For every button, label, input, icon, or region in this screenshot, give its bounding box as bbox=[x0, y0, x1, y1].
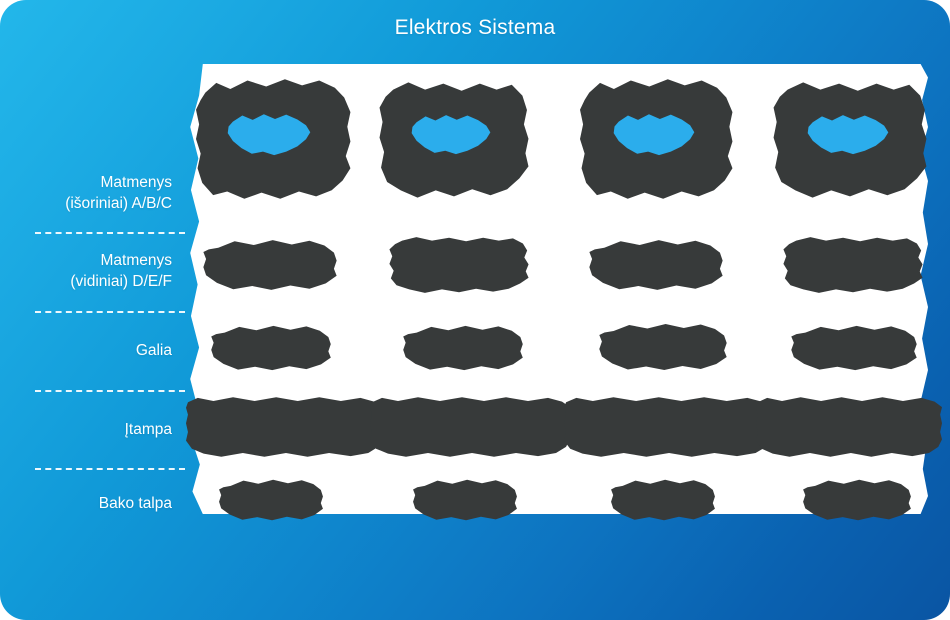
table-row bbox=[756, 397, 942, 457]
row-label-line-1: Bako talpa bbox=[98, 495, 172, 512]
table-row bbox=[211, 325, 331, 371]
row-label-matmenys-vidiniai: Matmenys (vidiniai) D/E/F bbox=[0, 250, 172, 292]
table-row bbox=[219, 479, 323, 521]
row-divider bbox=[35, 390, 185, 392]
table-row bbox=[403, 325, 523, 371]
row-label-line-1: Matmenys bbox=[100, 174, 173, 191]
row-label-galia: Galia bbox=[0, 340, 172, 361]
row-label-line-1: Galia bbox=[135, 342, 172, 359]
row-label-itampa: Įtampa bbox=[0, 419, 172, 440]
row-divider bbox=[35, 311, 185, 313]
table-row bbox=[803, 479, 911, 521]
row-label-matmenys-isoriniai: Matmenys (išoriniai) A/B/C bbox=[0, 172, 172, 214]
row-divider bbox=[35, 468, 185, 470]
table-row bbox=[186, 397, 382, 457]
table-row bbox=[203, 240, 337, 290]
table-row bbox=[589, 240, 723, 290]
table-row bbox=[370, 397, 570, 457]
row-label-line-2: (išoriniai) A/B/C bbox=[65, 195, 172, 212]
table-row bbox=[791, 325, 917, 371]
table-row bbox=[389, 237, 529, 293]
table-row bbox=[599, 324, 727, 370]
row-label-column: Matmenys (išoriniai) A/B/C Matmenys (vid… bbox=[0, 0, 190, 620]
row-divider bbox=[35, 232, 185, 234]
table-row bbox=[611, 479, 715, 521]
table-row bbox=[564, 397, 770, 457]
row-label-bako-talpa: Bako talpa bbox=[0, 493, 172, 514]
row-label-line-2: (vidiniai) D/E/F bbox=[70, 273, 172, 290]
table-row bbox=[783, 237, 923, 293]
row-label-line-1: Įtampa bbox=[124, 421, 172, 438]
table-row bbox=[413, 479, 517, 521]
row-label-line-1: Matmenys bbox=[100, 252, 173, 269]
page-title: Elektros Sistema bbox=[394, 16, 556, 39]
